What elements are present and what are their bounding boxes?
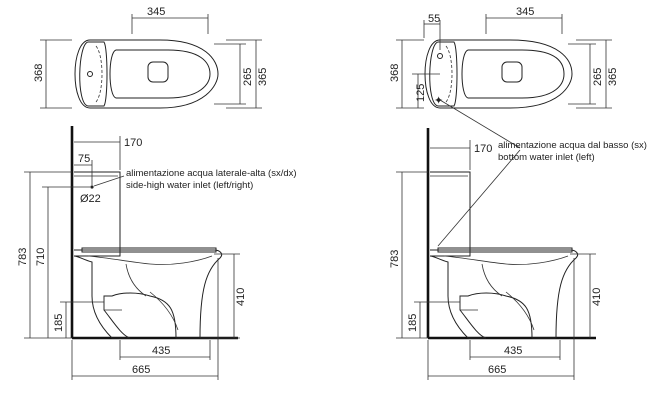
right-top-tank (429, 41, 458, 107)
left-side-dim-410: 410 (235, 288, 247, 306)
right-note-it: alimentazione acqua dal basso (sx) (498, 140, 647, 151)
left-side-dim-710: 710 (35, 248, 47, 266)
left-side-dim-783: 783 (17, 248, 29, 266)
right-side-dim-410: 410 (591, 288, 603, 306)
right-top-inlet-marker: ✦ (434, 95, 443, 107)
left-bowl-body (73, 249, 223, 339)
right-side-dim-665: 665 (488, 364, 506, 376)
right-tank (430, 171, 471, 257)
left-side-dim-435: 435 (152, 345, 170, 357)
left-tank (74, 171, 121, 257)
left-top-drain (147, 61, 169, 83)
left-top-view: 345 368 265 365 (33, 6, 269, 109)
left-side-view: 170 75 Ø22 alimentazione acqua laterale-… (17, 126, 297, 380)
right-top-dim-368: 368 (389, 64, 401, 82)
right-top-dim-345: 345 (516, 6, 534, 18)
right-side-dim-783: 783 (389, 250, 401, 268)
right-side-view: 170 alimentazione acqua dal basso (sx) b… (389, 99, 647, 380)
left-side-dim-75: 75 (78, 153, 90, 165)
left-side-dim-o22: Ø22 (80, 193, 101, 205)
left-top-tank (79, 41, 108, 107)
right-top-inner-bowl (461, 49, 565, 99)
right-note-leader-top (439, 99, 521, 149)
right-side-dim-170: 170 (474, 143, 492, 155)
left-top-dim-345: 345 (147, 6, 165, 18)
left-top-dim-368: 368 (33, 64, 45, 82)
right-note-en: bottom water inlet (left) (498, 152, 595, 163)
left-top-bowl-outline (74, 39, 219, 109)
right-top-drain (501, 61, 523, 83)
right-top-dim-265: 265 (592, 68, 604, 86)
left-top-inner-bowl (109, 49, 211, 99)
right-side-dim-435: 435 (504, 345, 522, 357)
right-top-dim-125: 125 (415, 84, 427, 102)
left-top-dim-265: 265 (242, 68, 254, 86)
left-note-en: side-high water inlet (left/right) (126, 180, 253, 191)
left-top-dim-365: 365 (257, 68, 269, 86)
left-bowl-inner (87, 255, 213, 265)
right-top-view: ✦ 55 345 368 125 265 365 (389, 6, 619, 109)
left-side-dim-170: 170 (124, 137, 142, 149)
left-top-inlet-hole (87, 71, 93, 77)
right-bowl-body (429, 249, 579, 339)
right-top-dim-365: 365 (607, 68, 619, 86)
left-note-it: alimentazione acqua laterale-alta (sx/dx… (126, 168, 297, 179)
right-side-dim-185: 185 (407, 314, 419, 332)
left-side-dim-665: 665 (132, 364, 150, 376)
left-side-dim-185: 185 (53, 314, 65, 332)
right-note-leader-bottom (437, 149, 521, 247)
right-top-hole (437, 53, 443, 59)
right-top-dim-55: 55 (428, 13, 440, 25)
left-top-hinge-dashed (95, 45, 103, 103)
